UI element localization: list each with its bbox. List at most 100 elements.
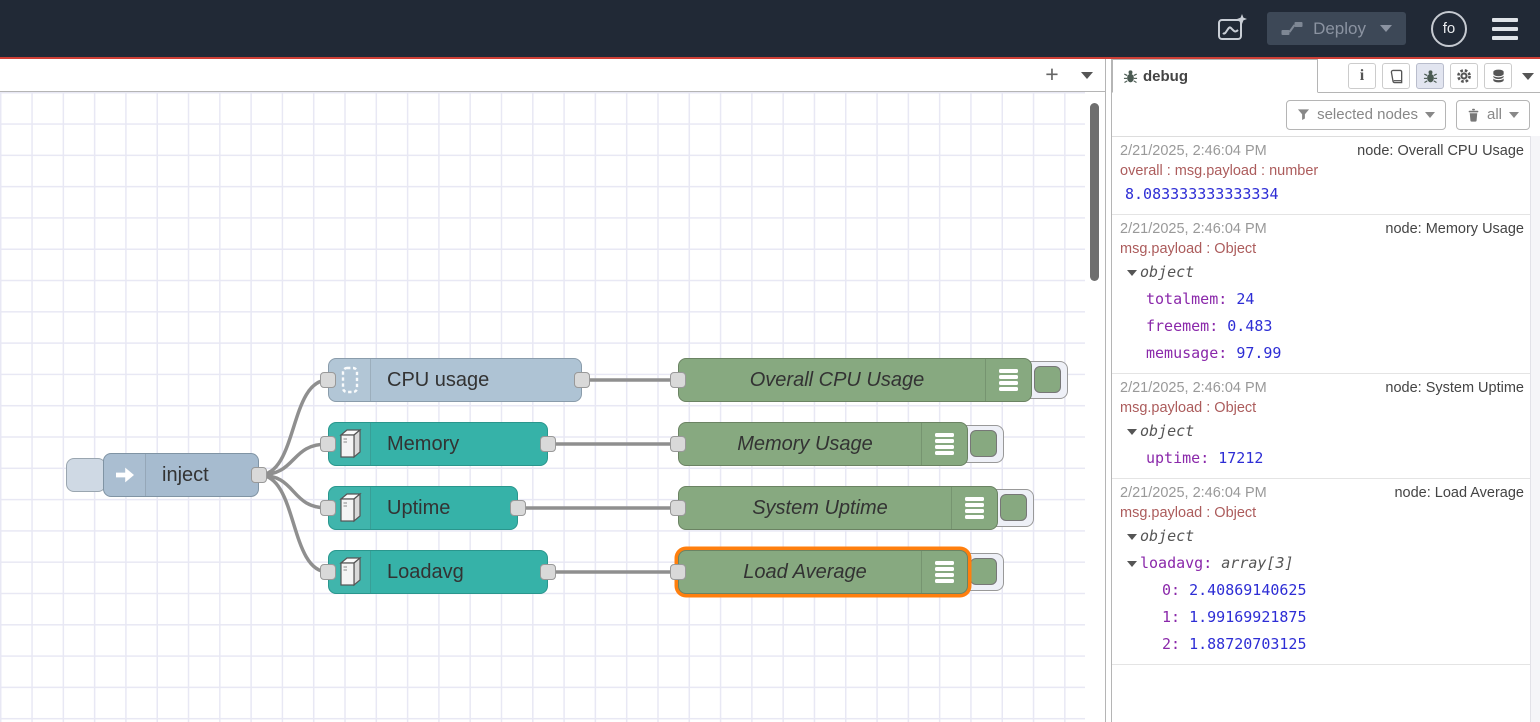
- array-entry: 02.40869140625: [1120, 577, 1524, 604]
- debug-message[interactable]: 2/21/2025, 2:46:04 PM node: System Uptim…: [1112, 374, 1540, 479]
- array-row: loadavgarray[3]: [1120, 550, 1524, 577]
- object-entry: memusage97.99: [1120, 340, 1524, 367]
- node-label: System Uptime: [679, 497, 951, 520]
- debug-list-icon: [985, 359, 1031, 401]
- export-flow-icon[interactable]: [1214, 11, 1250, 47]
- debug-message[interactable]: 2/21/2025, 2:46:04 PM node: Memory Usage…: [1112, 215, 1540, 374]
- bug-icon: [1423, 69, 1438, 84]
- node-debug-load-average[interactable]: Load Average: [678, 550, 968, 594]
- node-label: Overall CPU Usage: [679, 369, 985, 392]
- tab-label: debug: [1143, 68, 1188, 85]
- message-property: msg.payload : Object: [1120, 503, 1524, 523]
- debug-list-icon: [921, 551, 967, 593]
- user-avatar[interactable]: fo: [1431, 11, 1467, 47]
- gear-icon: [1456, 68, 1472, 84]
- sidebar-scroll-track[interactable]: [1530, 136, 1540, 722]
- sidebar-tabbar: debug i: [1112, 59, 1540, 93]
- debug-filter-button[interactable]: selected nodes: [1286, 100, 1446, 130]
- inject-output-port[interactable]: [251, 467, 267, 483]
- clear-label: all: [1487, 106, 1502, 123]
- message-node-name: node: Overall CPU Usage: [1357, 141, 1524, 161]
- collapse-chevron-icon[interactable]: [1127, 429, 1137, 435]
- node-label: Loadavg: [371, 561, 464, 584]
- input-port[interactable]: [320, 500, 336, 516]
- collapse-chevron-icon[interactable]: [1127, 270, 1137, 276]
- sidebar: debug i: [1112, 59, 1540, 722]
- deploy-options-chevron-icon[interactable]: [1380, 25, 1392, 32]
- collapse-chevron-icon[interactable]: [1127, 561, 1137, 567]
- node-debug-memory-usage[interactable]: Memory Usage: [678, 422, 968, 466]
- object-row: object: [1120, 523, 1524, 550]
- message-property: overall : msg.payload : number: [1120, 161, 1524, 181]
- input-port[interactable]: [320, 372, 336, 388]
- input-port[interactable]: [670, 372, 686, 388]
- node-label: Uptime: [371, 497, 450, 520]
- workspace: +: [0, 59, 1105, 722]
- node-uptime[interactable]: Uptime: [328, 486, 518, 530]
- filter-chevron-icon: [1425, 112, 1435, 118]
- node-label: inject: [146, 464, 209, 487]
- tab-help[interactable]: [1382, 63, 1410, 89]
- node-cpu-usage[interactable]: CPU usage: [328, 358, 582, 402]
- input-port[interactable]: [320, 564, 336, 580]
- sidebar-tabs-chevron-icon[interactable]: [1522, 73, 1534, 80]
- object-row: object: [1120, 259, 1524, 286]
- clear-chevron-icon: [1509, 112, 1519, 118]
- tab-config[interactable]: [1450, 63, 1478, 89]
- node-loadavg[interactable]: Loadavg: [328, 550, 548, 594]
- node-label: Memory: [371, 433, 459, 456]
- output-port[interactable]: [540, 564, 556, 580]
- tab-context[interactable]: [1484, 63, 1512, 89]
- wires: [0, 92, 1105, 722]
- message-node-name: node: System Uptime: [1385, 378, 1524, 398]
- node-debug-overall-cpu-usage[interactable]: Overall CPU Usage: [678, 358, 1032, 402]
- inject-trigger-button[interactable]: [66, 458, 106, 492]
- debug-clear-button[interactable]: all: [1456, 100, 1530, 130]
- debug-message[interactable]: 2/21/2025, 2:46:04 PM node: Overall CPU …: [1112, 137, 1540, 215]
- input-port[interactable]: [670, 500, 686, 516]
- output-port[interactable]: [574, 372, 590, 388]
- input-port[interactable]: [320, 436, 336, 452]
- tab-debug-icon-button[interactable]: [1416, 63, 1444, 89]
- tab-info[interactable]: i: [1348, 63, 1376, 89]
- object-row: object: [1120, 418, 1524, 445]
- message-property: msg.payload : Object: [1120, 239, 1524, 259]
- collapse-chevron-icon[interactable]: [1127, 534, 1137, 540]
- debug-list-icon: [951, 487, 997, 529]
- sidebar-resize-handle[interactable]: [1105, 59, 1112, 722]
- output-port[interactable]: [540, 436, 556, 452]
- filter-label: selected nodes: [1317, 106, 1418, 123]
- debug-toolbar: selected nodes all: [1112, 93, 1540, 136]
- output-port[interactable]: [510, 500, 526, 516]
- input-port[interactable]: [670, 436, 686, 452]
- main-menu-hamburger-icon[interactable]: [1492, 14, 1518, 44]
- trash-icon: [1467, 108, 1480, 122]
- message-node-name: node: Memory Usage: [1385, 219, 1524, 239]
- tab-debug[interactable]: debug: [1112, 59, 1318, 93]
- node-debug-system-uptime[interactable]: System Uptime: [678, 486, 998, 530]
- flow-tabbar: +: [0, 59, 1105, 92]
- node-inject[interactable]: inject: [103, 453, 259, 497]
- message-timestamp: 2/21/2025, 2:46:04 PM: [1120, 141, 1267, 161]
- debug-message-list[interactable]: 2/21/2025, 2:46:04 PM node: Overall CPU …: [1112, 136, 1540, 722]
- message-node-name: node: Load Average: [1394, 483, 1524, 503]
- message-timestamp: 2/21/2025, 2:46:04 PM: [1120, 378, 1267, 398]
- deploy-button[interactable]: Deploy: [1267, 12, 1406, 45]
- array-entry: 11.99169921875: [1120, 604, 1524, 631]
- funnel-icon: [1297, 108, 1310, 121]
- info-icon: i: [1360, 67, 1364, 85]
- debug-message[interactable]: 2/21/2025, 2:46:04 PM node: Load Average…: [1112, 479, 1540, 665]
- message-timestamp: 2/21/2025, 2:46:04 PM: [1120, 219, 1267, 239]
- header-bar: Deploy fo: [0, 0, 1540, 59]
- database-icon: [1491, 68, 1506, 84]
- add-flow-icon[interactable]: +: [1039, 61, 1065, 88]
- message-value: 8.083333333333334: [1120, 181, 1524, 208]
- input-port[interactable]: [670, 564, 686, 580]
- book-icon: [1389, 69, 1404, 84]
- flow-list-chevron-icon[interactable]: [1081, 72, 1093, 79]
- canvas-scrollbar[interactable]: [1090, 103, 1099, 281]
- node-memory[interactable]: Memory: [328, 422, 548, 466]
- flow-canvas[interactable]: inject CPU usage: [0, 92, 1105, 722]
- node-label: Load Average: [679, 561, 921, 584]
